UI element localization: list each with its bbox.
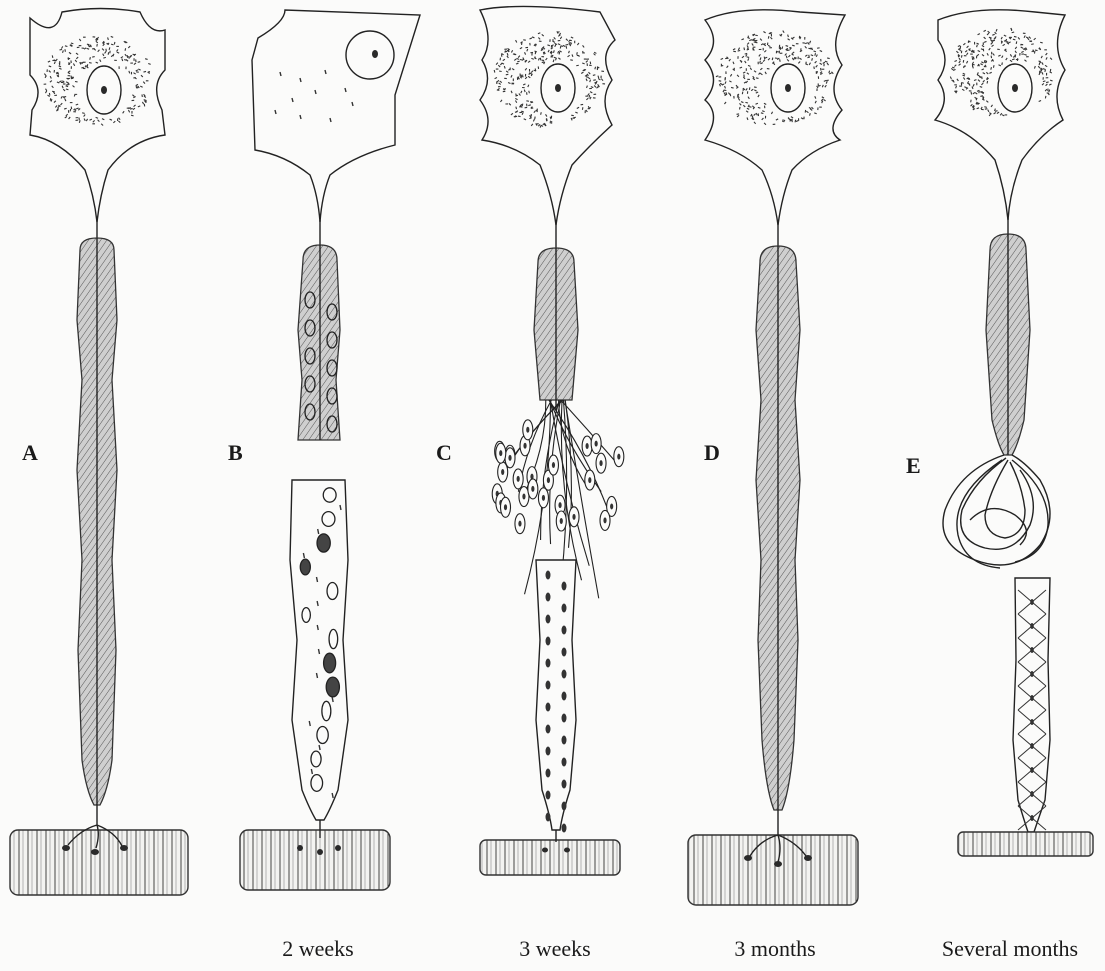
stage-b-proximal-stump xyxy=(298,245,340,440)
stage-letter-b: B xyxy=(228,442,243,464)
stage-b-muscle-fiber xyxy=(240,830,390,890)
stage-c-muscle-fiber xyxy=(480,840,620,875)
stage-caption-c: 3 weeks xyxy=(519,938,590,960)
stage-c-neuron xyxy=(480,6,624,875)
stage-caption-d: 3 months xyxy=(734,938,815,960)
stage-e-muscle-fiber xyxy=(958,832,1093,856)
stage-letter-d: D xyxy=(704,442,720,464)
stage-b-neuron xyxy=(240,10,420,890)
stage-c-cell-body xyxy=(480,6,615,225)
stage-caption-e: Several months xyxy=(942,938,1078,960)
stage-e-neuroma xyxy=(943,455,1050,568)
stage-b-nucleus xyxy=(346,31,394,79)
stage-a-muscle-fiber xyxy=(10,830,188,895)
stage-e-neuron xyxy=(935,10,1093,856)
stage-caption-b: 2 weeks xyxy=(282,938,353,960)
stage-letter-a: A xyxy=(22,442,38,464)
stage-c-schwann-tube xyxy=(536,560,576,830)
stage-d-cell-body xyxy=(705,10,845,225)
stage-letter-c: C xyxy=(436,442,452,464)
stage-a-cell-body xyxy=(30,9,165,223)
stage-d-muscle-fiber xyxy=(688,835,858,905)
stage-letter-e: E xyxy=(906,455,921,477)
stage-a-nucleolus xyxy=(101,86,107,94)
stage-b-cell-body xyxy=(252,10,420,222)
